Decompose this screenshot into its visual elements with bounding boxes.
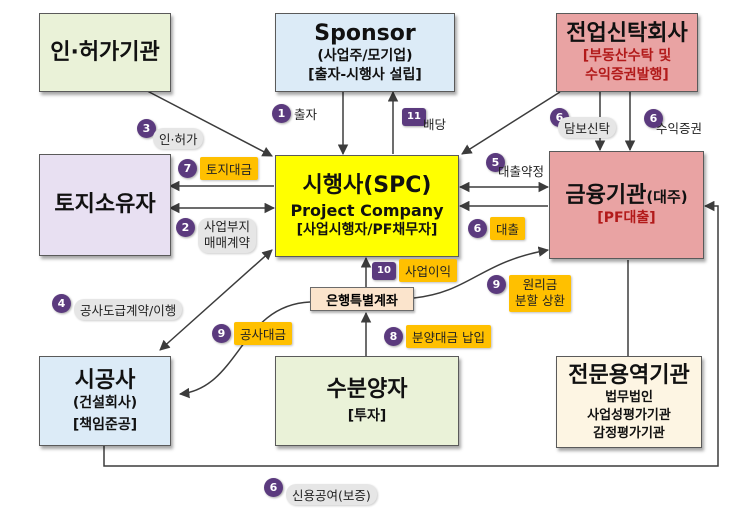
label-text: 대출약정: [498, 164, 545, 179]
step-badge: 7: [178, 159, 197, 178]
label-text: 공사도급계약/이행: [74, 299, 183, 320]
spc-box: 시행사(SPC) Project Company [사업시행자/PF채무자]: [275, 155, 459, 257]
authority-title: 인·허가기관: [50, 39, 160, 65]
label-text: 수익증권: [656, 121, 703, 136]
step-badge: 10: [372, 261, 396, 280]
label-text: 담보신탁: [558, 117, 617, 138]
label-text: 배당: [423, 117, 447, 132]
landowner-box: 토지소유자: [39, 154, 171, 256]
label-permit: 3 인·허가: [137, 108, 204, 149]
step-badge: 11: [402, 107, 426, 126]
label-collateral-trust: 6 담보신탁: [550, 97, 617, 138]
escrow-account-box: 은행특별계좌: [310, 287, 414, 311]
sponsor-title: Sponsor: [314, 20, 416, 46]
contractor-box: 시공사 (건설회사) [책임준공]: [39, 356, 171, 446]
label-beneficiary-certificate: 6 수익증권: [644, 100, 702, 137]
label-construction-contract: 4 공사도급계약/이행: [52, 287, 183, 320]
arrow-spc-contractor: [159, 249, 273, 351]
label-construction-payment: 9 공사대금: [212, 322, 293, 345]
authority-box: 인·허가기관: [39, 13, 171, 92]
sponsor-sub2: [출자-시행사 설립]: [308, 67, 422, 84]
landowner-title: 토지소유자: [54, 192, 156, 218]
step-badge: 8: [384, 327, 403, 346]
contractor-sub1: (건설회사): [72, 395, 138, 412]
step-badge: 6: [644, 109, 663, 128]
label-text: 토지대금: [200, 157, 259, 180]
label-text: 원리금 분할 상환: [509, 275, 571, 312]
sponsor-box: Sponsor (사업주/모기업) [출자-시행사 설립]: [275, 13, 455, 92]
advisors-sub1: 법무법인: [605, 390, 653, 406]
buyers-title: 수분양자: [326, 376, 408, 402]
label-text: 공사대금: [234, 322, 293, 345]
trust-title: 전업신탁회사: [566, 20, 688, 46]
spc-sub1: Project Company: [290, 200, 444, 220]
buyers-box: 수분양자 [투자]: [275, 356, 459, 446]
spc-sub2: [사업시행자/PF채무자]: [296, 222, 438, 239]
bank-title-small: (대주): [646, 187, 688, 206]
label-capital: 1 출자: [272, 104, 317, 123]
trust-sub1: [부동산수탁 및: [582, 48, 672, 65]
step-badge: 6: [264, 478, 283, 497]
step-badge: 6: [468, 219, 487, 238]
advisors-box: 전문용역기관 법무법인 사업성평가기관 감정평가기관: [556, 356, 702, 448]
label-loan: 6 대출: [468, 217, 526, 240]
label-land-sale-contract: 2 사업부지 매매계약: [176, 218, 257, 253]
bank-title-main: 금융기관: [565, 182, 647, 208]
step-badge: 2: [176, 218, 195, 237]
bank-box: 금융기관(대주) [PF대출]: [549, 151, 704, 259]
label-text: 출자: [294, 107, 318, 122]
step-badge: 9: [487, 275, 506, 294]
step-badge: 5: [486, 153, 505, 172]
label-text: 분양대금 납입: [406, 325, 491, 348]
bank-title: 금융기관(대주): [565, 182, 687, 210]
label-text: 사업이익: [399, 259, 458, 282]
step-badge: 3: [137, 119, 156, 138]
step-badge: 4: [52, 294, 71, 313]
label-credit-guarantee: 6 신용공여(보증): [264, 470, 377, 505]
label-text: 인·허가: [153, 128, 204, 149]
spc-title: 시행사(SPC): [302, 173, 432, 198]
label-repayment: 9 원리금 분할 상환: [487, 275, 571, 312]
advisors-sub2: 사업성평가기관: [587, 407, 671, 423]
label-land-payment: 7 토지대금: [178, 157, 259, 180]
label-text: 사업부지 매매계약: [198, 218, 257, 253]
contractor-title: 시공사: [74, 367, 136, 393]
sponsor-sub1: (사업주/모기업): [317, 48, 413, 65]
label-text: 대출: [490, 217, 526, 240]
label-sale-payment: 8 분양대금 납입: [384, 325, 491, 348]
advisors-title: 전문용역기관: [568, 362, 690, 388]
trust-box: 전업신탁회사 [부동산수탁 및 수익증권발행]: [556, 13, 698, 92]
buyers-sub1: [투자]: [347, 408, 387, 425]
arrow-authority-spc: [129, 81, 273, 157]
arrow-escrow-bank: [413, 246, 550, 299]
step-badge: 9: [212, 324, 231, 343]
arrow-contractor-bank: [103, 200, 719, 467]
trust-sub2: 수익증권발행]: [585, 67, 669, 84]
label-text: 신용공여(보증): [286, 484, 377, 505]
arrow-escrow-contractor: [178, 301, 311, 399]
contractor-sub2: [책임준공]: [72, 417, 138, 434]
step-badge: 1: [272, 104, 291, 123]
advisors-sub3: 감정평가기관: [593, 425, 665, 441]
label-dividend: 11 배당: [402, 100, 446, 133]
label-loan-agreement: 5 대출약정: [486, 145, 544, 180]
label-project-profit: 10 사업이익: [372, 259, 458, 282]
arrow-trust-spc: [461, 91, 561, 155]
bank-sub1: [PF대출]: [597, 210, 656, 227]
